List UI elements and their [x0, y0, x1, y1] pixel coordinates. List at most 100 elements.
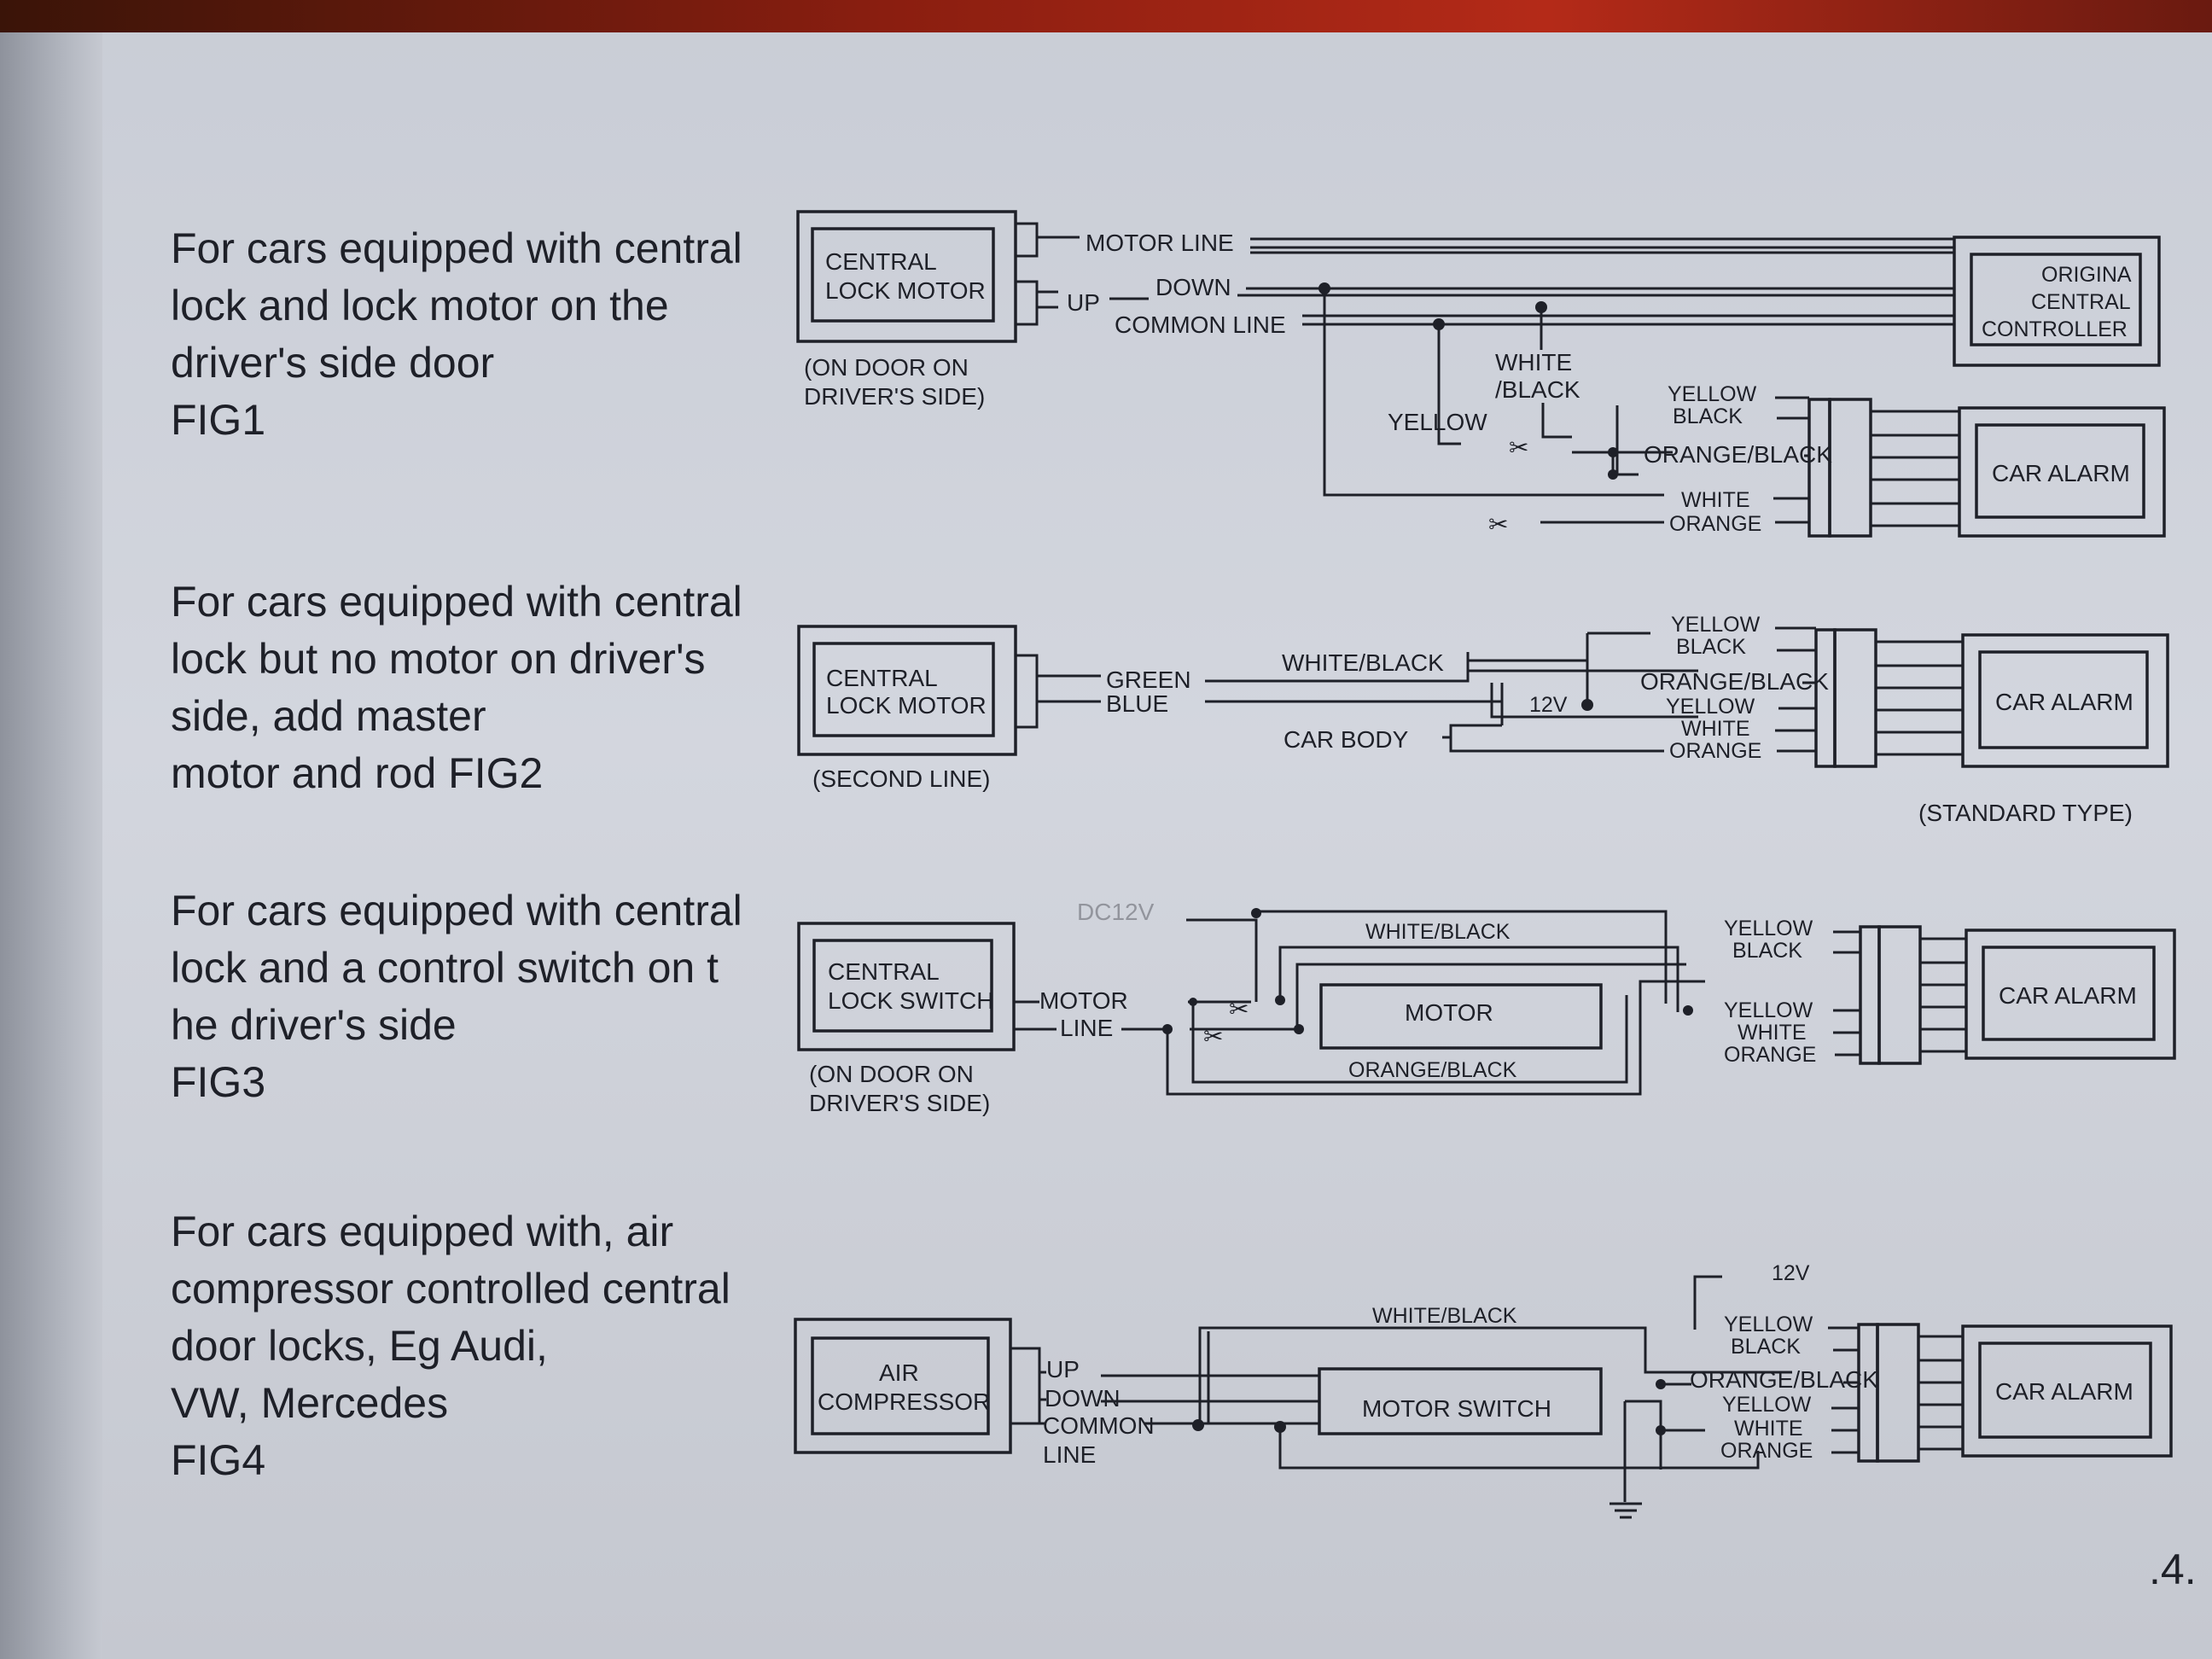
fig3-wire-orange: ORANGE: [1724, 1043, 1816, 1067]
fig4-wire-black: BLACK: [1731, 1335, 1801, 1359]
fig1-controller-1: ORIGINA: [2041, 263, 2132, 287]
fig4-car-alarm-inner: [1978, 1342, 2152, 1439]
fig2-wire-yellow: YELLOW: [1671, 613, 1761, 637]
fig2-wire-orange-black: ORANGE/BLACK: [1640, 668, 1829, 695]
fig4-connector-b: [1876, 1323, 1920, 1463]
fig2-second-line: (SECOND LINE): [812, 765, 990, 792]
fig2-connector-b: [1833, 628, 1877, 768]
fig2-motor-stub: [1016, 654, 1101, 729]
fig3-junction-e: [1683, 1005, 1693, 1016]
fig3-orange-black-run: [1166, 980, 1705, 1096]
fig2-central-lock-motor-inner: [812, 642, 995, 737]
fig3-motor-label: MOTOR: [1039, 987, 1128, 1014]
fig1-wire-white: WHITE: [1681, 488, 1750, 512]
fig3-car-alarm-inner: [1982, 946, 2156, 1041]
fig4-junction-a: [1656, 1379, 1666, 1389]
fig4-updown-run: [1101, 1374, 1319, 1425]
fig1-junction-common: [1433, 318, 1445, 330]
fig1-cut-mark-1: ✂: [1509, 434, 1528, 461]
fig2-description: For cars equipped with central lock but …: [171, 578, 742, 797]
fig4-12v-label: 12V: [1772, 1261, 1810, 1285]
fig3-switch-label-2: LOCK SWITCH: [828, 987, 993, 1014]
fig3-lock-switch-inner: [812, 939, 993, 1033]
fig4-wire-yellow2: YELLOW: [1722, 1393, 1812, 1417]
fig1-description: For cars equipped with central lock and …: [171, 224, 742, 444]
fig4-wire-ticks: [1828, 1326, 1859, 1454]
fig3-wb-run: [1278, 946, 1686, 1029]
fig3-junction-d: [1294, 1024, 1304, 1034]
fig1-yb-feed: [1615, 405, 1639, 476]
fig1-cut-mark-2: ✂: [1488, 511, 1508, 538]
fig1-controller-outer: [1953, 236, 2161, 367]
fig4-junction-return: [1274, 1421, 1286, 1433]
fig3-switch-stub: [1014, 1000, 1057, 1031]
fig1-lock-motor-label-1: CENTRAL: [825, 248, 937, 275]
fig3-junction-dc: [1251, 908, 1261, 918]
fig2-car-alarm-outer: [1961, 633, 2169, 768]
fig3-dc12v-run: [1186, 910, 1668, 1004]
fig1-central-lock-motor-inner: [811, 227, 995, 323]
fig2-blue-label: BLUE: [1106, 690, 1168, 717]
fig4-up-label: UP: [1046, 1356, 1080, 1382]
fig2-car-alarm-inner: [1978, 650, 2149, 749]
fig3-white-black-label: WHITE/BLACK: [1365, 920, 1511, 944]
fig1-down-drop: [1323, 288, 1664, 497]
fig4-wire-white: WHITE: [1734, 1417, 1803, 1441]
book-gutter: [0, 32, 102, 1659]
fig1-wire-orange-black: ORANGE/BLACK: [1644, 441, 1832, 468]
fig2-wire-black: BLACK: [1676, 635, 1746, 659]
fig1-common-bus: [1302, 314, 1954, 326]
fig4-alarm-harness: [1918, 1335, 1963, 1451]
fig4-connector-a: [1857, 1323, 1879, 1463]
fig4-ground-symbol: [1610, 1493, 1642, 1519]
fig4-junction-common: [1192, 1419, 1204, 1431]
fig1-motor-line-label: MOTOR LINE: [1086, 230, 1234, 256]
fig1-down-bus: [1109, 287, 1954, 300]
fig4-compressor-label-2: COMPRESSOR: [818, 1388, 990, 1415]
fig3-car-alarm-outer: [1965, 928, 2176, 1060]
fig3-connector-b: [1877, 925, 1922, 1065]
fig1-black-label: /BLACK: [1495, 376, 1580, 403]
fig4-common-return: [1278, 1423, 1760, 1470]
fig2-white-black-label: WHITE/BLACK: [1282, 649, 1444, 676]
fig2-wire-white: WHITE: [1681, 717, 1750, 741]
fig1-junction-ob: [1608, 447, 1618, 457]
fig3-location-2: DRIVER'S SIDE): [809, 1090, 990, 1116]
fig1-updown-stub: [1016, 280, 1058, 326]
fig3-car-alarm-label: CAR ALARM: [1999, 982, 2137, 1009]
fig3-wire-yellow2: YELLOW: [1724, 998, 1813, 1022]
fig3-wire-white: WHITE: [1738, 1021, 1807, 1045]
fig3-description: For cars equipped with central lock and …: [171, 887, 742, 1106]
fig1-car-alarm-outer: [1958, 406, 2166, 538]
fig1-car-alarm-inner: [1975, 423, 2145, 519]
fig3-diagram: CENTRAL LOCK SWITCH (ON DOOR ON DRIVER'S…: [797, 899, 2176, 1116]
fig3-dc12v-label: DC12V: [1077, 899, 1155, 925]
fig2-central-lock-motor-outer: [797, 625, 1017, 756]
fig4-car-alarm-label: CAR ALARM: [1995, 1378, 2133, 1405]
fig1-diagram: CENTRAL LOCK MOTOR (ON DOOR ON DRIVER'S …: [796, 210, 2166, 538]
fig2-standard-type: (STANDARD TYPE): [1918, 800, 2133, 826]
fig4-description: For cars equipped with, air compressor c…: [171, 1208, 731, 1484]
fig1-up-label: UP: [1067, 289, 1100, 316]
fig3-switch-label-1: CENTRAL: [828, 958, 940, 985]
fig3-wire-yellow: YELLOW: [1724, 917, 1813, 940]
fig3-cut-mark-2: ✂: [1203, 1023, 1223, 1050]
fig2-wb-run: [1468, 659, 1698, 672]
fig3-wire-black: BLACK: [1732, 939, 1802, 963]
fig4-compressor-label-1: AIR: [879, 1359, 919, 1386]
fig2-car-alarm-label: CAR ALARM: [1995, 689, 2133, 715]
fig1-lock-motor-label-2: LOCK MOTOR: [825, 277, 986, 304]
fig4-junction-b: [1656, 1425, 1666, 1435]
fig4-wire-orange: ORANGE: [1720, 1439, 1813, 1463]
fig1-central-lock-motor-outer: [796, 210, 1017, 343]
fig1-motor-line-stub: [1016, 222, 1080, 258]
fig3-return-run: [1191, 995, 1628, 1084]
fig4-compressor-stub: [1010, 1347, 1046, 1425]
fig1-location-1: (ON DOOR ON: [804, 354, 969, 381]
fig1-location-2: DRIVER'S SIDE): [804, 383, 985, 410]
fig4-motor-switch-label: MOTOR SWITCH: [1362, 1395, 1551, 1422]
fig1-white-label: WHITE: [1495, 349, 1572, 375]
fig2-diagram: CENTRAL LOCK MOTOR (SECOND LINE) GREEN B…: [797, 613, 2169, 826]
